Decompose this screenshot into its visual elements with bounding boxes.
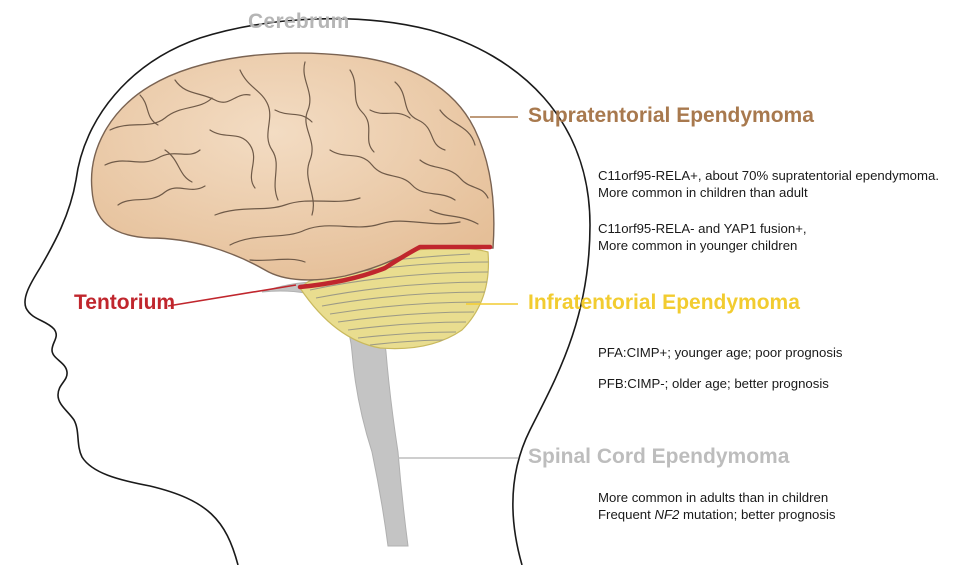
supratentorial-subtype-2-text: C11orf95-RELA- and YAP1 fusion+,: [598, 220, 807, 237]
supratentorial-subtype-1-note: More common in children than adult: [598, 184, 939, 201]
supratentorial-subtype-1-text: C11orf95-RELA+, about 70% supratentorial…: [598, 167, 939, 184]
nf2-gene: NF2: [654, 507, 679, 522]
supratentorial-subtype-1: C11orf95-RELA+, about 70% supratentorial…: [598, 167, 939, 201]
supratentorial-title: Supratentorial Ependymoma: [528, 104, 814, 128]
infratentorial-pfb: PFB:CIMP-; older age; better prognosis: [598, 375, 829, 392]
cerebrum-label: Cerebrum: [248, 10, 350, 34]
infratentorial-title: Infratentorial Ependymoma: [528, 291, 800, 315]
supratentorial-subtype-2-note: More common in younger children: [598, 237, 807, 254]
spinal-description: More common in adults than in children F…: [598, 489, 836, 523]
infratentorial-pfa: PFA:CIMP+; younger age; poor prognosis: [598, 344, 842, 361]
spinal-line-1: More common in adults than in children: [598, 490, 828, 505]
tentorium-leader: [168, 285, 296, 306]
tentorium-label: Tentorium: [74, 291, 175, 315]
supratentorial-subtype-2: C11orf95-RELA- and YAP1 fusion+, More co…: [598, 220, 807, 254]
spinal-line-2: Frequent NF2 mutation; better prognosis: [598, 506, 836, 523]
spinal-line-2-prefix: Frequent: [598, 507, 654, 522]
spinal-line-2-suffix: mutation; better prognosis: [679, 507, 835, 522]
spinal-title: Spinal Cord Ependymoma: [528, 445, 789, 469]
